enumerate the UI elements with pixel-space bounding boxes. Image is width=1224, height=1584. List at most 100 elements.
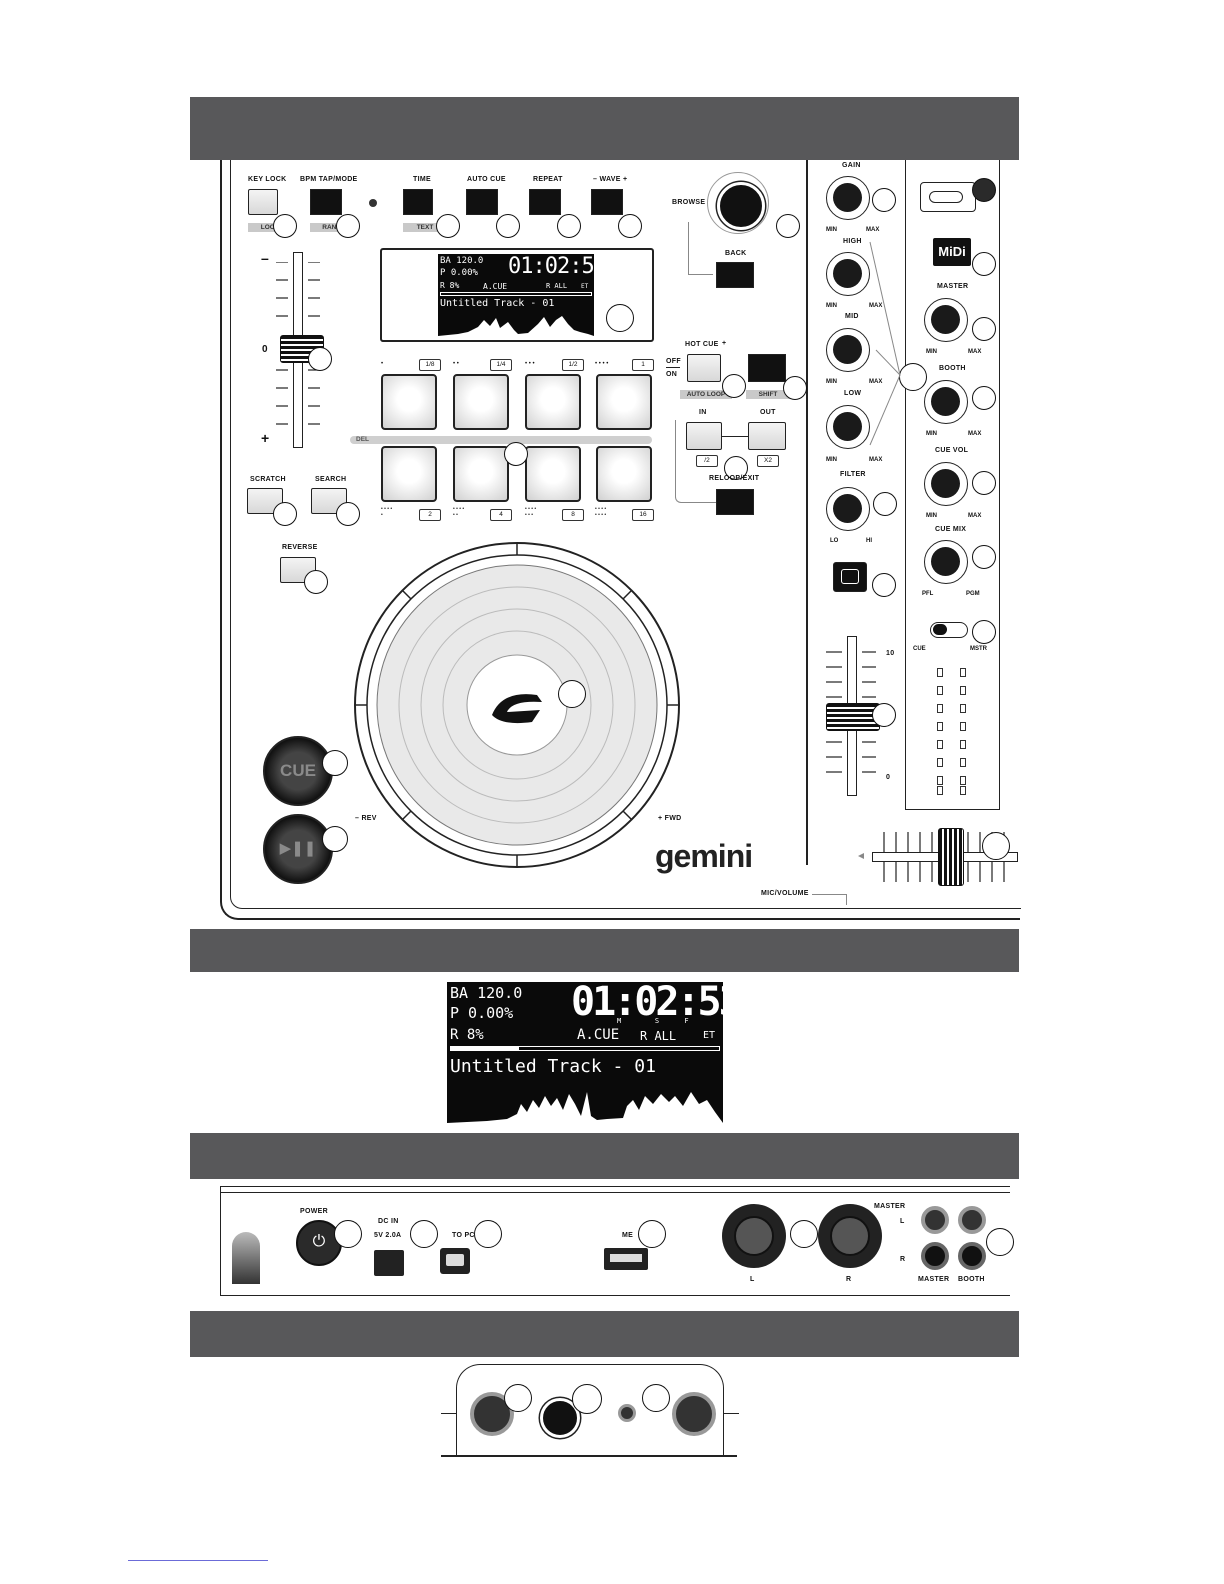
booth-label: BOOTH	[939, 365, 966, 372]
wave-button[interactable]	[591, 189, 623, 215]
min-label: MIN	[826, 227, 837, 233]
performance-pad-8[interactable]	[596, 446, 652, 502]
xlr-right-jack[interactable]	[818, 1204, 882, 1268]
level-meter-led	[960, 758, 966, 767]
dc-jack[interactable]	[374, 1250, 404, 1276]
rca-master-r[interactable]	[921, 1242, 949, 1270]
performance-pad-1[interactable]	[381, 374, 437, 430]
headphone-jack[interactable]	[672, 1392, 716, 1436]
cue-vol-knob[interactable]	[924, 462, 968, 506]
controller-top-panel	[220, 160, 1021, 920]
pad-dot: • • • •	[595, 361, 609, 367]
callout-marker	[618, 214, 642, 238]
closeup-bpm: BA 120.0	[450, 984, 523, 1002]
loop-out-button[interactable]	[748, 422, 786, 450]
rca-master-label: MASTER	[918, 1276, 950, 1283]
usb-b-port[interactable]	[440, 1248, 470, 1274]
callout-marker	[474, 1220, 502, 1248]
scratch-label: SCRATCH	[250, 476, 286, 483]
key-lock-button[interactable]	[248, 189, 278, 215]
filter-label: FILTER	[840, 471, 866, 478]
front-panel-edge	[441, 1413, 456, 1414]
reloop-label: RELOOP/EXIT	[709, 475, 760, 482]
shift-button[interactable]	[748, 354, 786, 382]
pfl-cue-button[interactable]	[833, 562, 867, 592]
back-button[interactable]	[716, 262, 754, 288]
performance-pad-3[interactable]	[525, 374, 581, 430]
cue-label: CUE	[913, 646, 926, 652]
repeat-button[interactable]	[529, 189, 561, 215]
min-label: MIN	[926, 349, 937, 355]
level-meter-led	[937, 686, 943, 695]
pfl-label: PFL	[922, 591, 934, 597]
callout-marker	[504, 442, 528, 466]
play-pause-button[interactable]: ▶❚❚	[263, 814, 333, 884]
channel-fader-cap[interactable]	[826, 703, 880, 731]
level-meter-led	[960, 722, 966, 731]
browse-knob[interactable]	[717, 182, 765, 230]
callout-marker	[972, 386, 996, 410]
performance-pad-2[interactable]	[453, 374, 509, 430]
kensington-lock	[232, 1232, 260, 1284]
reverse-label: REVERSE	[282, 544, 318, 551]
master-knob[interactable]	[924, 298, 968, 342]
power-label: POWER	[300, 1208, 328, 1215]
level-meter-led	[937, 740, 943, 749]
mid-knob[interactable]	[826, 328, 870, 372]
performance-pad-4[interactable]	[596, 374, 652, 430]
xlr-r-label: R	[846, 1276, 852, 1283]
cue-master-switch[interactable]	[930, 622, 968, 638]
header-band-rear	[190, 1133, 1019, 1179]
filter-knob[interactable]	[826, 487, 870, 531]
auto-cue-button[interactable]	[466, 189, 498, 215]
header-band-front	[190, 1311, 1019, 1357]
jog-wheel[interactable]	[352, 540, 682, 870]
callout-marker	[308, 347, 332, 371]
callout-marker	[972, 620, 996, 644]
pitch-fader-ticks	[276, 262, 320, 425]
low-knob[interactable]	[826, 405, 870, 449]
key-lock-sub: LOCK	[248, 223, 292, 232]
callout-marker	[558, 680, 586, 708]
cue-button[interactable]: CUE	[263, 736, 333, 806]
time-button[interactable]	[403, 189, 433, 215]
performance-pad-6[interactable]	[453, 446, 509, 502]
usb-port-slot[interactable]	[920, 182, 976, 212]
level-meter-led	[937, 758, 943, 767]
max-label: MAX	[866, 227, 880, 233]
callout-marker	[638, 1220, 666, 1248]
hot-cue-button[interactable]	[687, 354, 721, 382]
callout-marker	[899, 363, 927, 391]
back-label: BACK	[725, 250, 747, 257]
callout-marker	[322, 750, 348, 776]
booth-knob[interactable]	[924, 380, 968, 424]
deck-display-range: R 8%	[440, 281, 460, 290]
hot-cue-label: HOT CUE	[685, 341, 719, 348]
headphone-mini-jack[interactable]	[618, 1404, 636, 1422]
reloop-button[interactable]	[716, 489, 754, 515]
closeup-pitch: P 0.00%	[450, 1004, 514, 1022]
rca-master-l[interactable]	[921, 1206, 949, 1234]
bpm-tap-button[interactable]	[310, 189, 342, 215]
cue-mix-knob[interactable]	[924, 540, 968, 584]
usb-a-port[interactable]	[604, 1248, 648, 1270]
rca-booth-l[interactable]	[958, 1206, 986, 1234]
performance-pad-5[interactable]	[381, 446, 437, 502]
performance-pad-7[interactable]	[525, 446, 581, 502]
loop-in-button[interactable]	[686, 422, 722, 450]
deck-display-repeat: R ALL	[546, 282, 568, 290]
high-knob[interactable]	[826, 252, 870, 296]
to-pc-label: TO PC	[452, 1232, 475, 1239]
rca-booth-r[interactable]	[958, 1242, 986, 1270]
callout-marker	[972, 471, 996, 495]
max-label: MAX	[968, 431, 982, 437]
half-label: /2	[696, 455, 718, 467]
pad-top-label: 1	[632, 359, 654, 371]
gain-knob[interactable]	[826, 176, 870, 220]
cue-vol-label: CUE VOL	[935, 447, 969, 454]
pad-dot: • • • • • • •	[525, 506, 537, 518]
xlr-left-jack[interactable]	[722, 1204, 786, 1268]
crossfader-cap[interactable]	[938, 828, 964, 886]
callout-marker	[972, 545, 996, 569]
mid-label: MID	[845, 313, 859, 320]
